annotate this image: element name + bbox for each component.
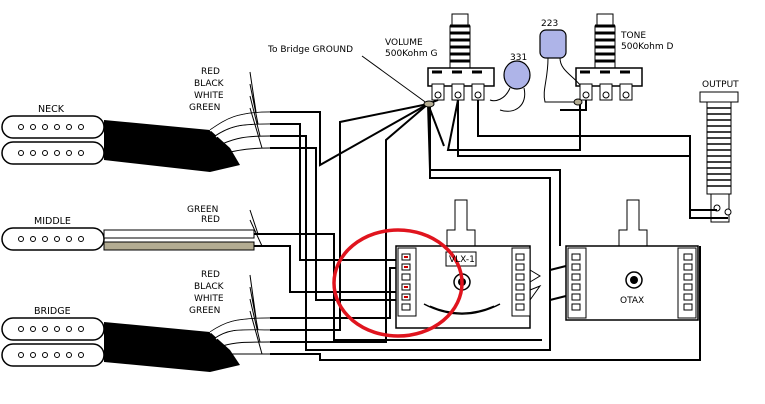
neck-leads <box>209 71 280 153</box>
bridge-wire-green: GREEN <box>189 306 220 316</box>
neck-wire-black: BLACK <box>194 79 225 89</box>
tone-pot <box>575 13 643 101</box>
otax-switch <box>565 199 699 321</box>
tone-label: TONE <box>620 31 646 41</box>
volume-pot <box>427 13 495 101</box>
bridge-wire-red: RED <box>201 270 220 280</box>
bridge-label: BRIDGE <box>34 306 71 317</box>
neck-label: NECK <box>38 104 65 115</box>
bridge-wire-white: WHITE <box>194 294 224 304</box>
middle-label: MIDDLE <box>34 216 71 227</box>
middle-pickup <box>1 227 255 251</box>
otax-label: OTAX <box>620 296 644 306</box>
neck-pickup <box>1 115 240 172</box>
cap-331-label: 331 <box>510 53 527 63</box>
volume-value-label: 500Kohm G <box>385 49 437 59</box>
middle-cable-stripe <box>103 241 255 251</box>
capacitor-223 <box>539 29 581 103</box>
middle-wire-red: RED <box>201 215 220 225</box>
main-wiring <box>268 55 728 361</box>
highlight-circle <box>332 228 464 338</box>
bridge-leads <box>209 274 280 355</box>
capacitor-331 <box>489 60 531 112</box>
vlx-switch <box>395 199 531 329</box>
tone-value-label: 500Kohm D <box>621 42 673 52</box>
middle-leads <box>249 209 268 247</box>
volume-label: VOLUME <box>385 38 423 48</box>
neck-wire-green: GREEN <box>189 103 220 113</box>
bridge-wire-black: BLACK <box>194 282 225 292</box>
vlx-label: VLX-1 <box>449 255 475 265</box>
to-bridge-ground-label: To Bridge GROUND <box>267 45 353 55</box>
output-jack <box>699 91 739 223</box>
neck-wire-white: WHITE <box>194 91 224 101</box>
output-label: OUTPUT <box>702 80 739 90</box>
middle-wire-green: GREEN <box>187 205 218 215</box>
neck-wire-red: RED <box>201 67 220 77</box>
bridge-pickup <box>1 317 240 372</box>
cap-223-label: 223 <box>541 19 558 29</box>
